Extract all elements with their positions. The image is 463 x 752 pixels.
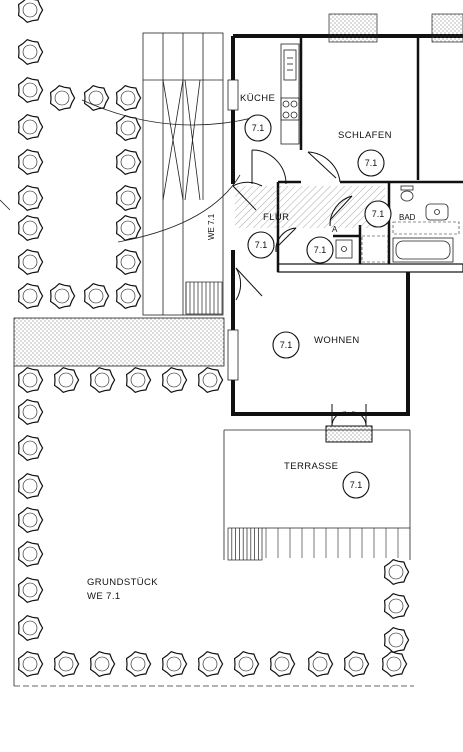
tree-icon <box>17 114 44 140</box>
tree-icon <box>17 651 44 677</box>
tree-icon <box>161 367 188 393</box>
wall-solid <box>277 263 463 273</box>
tree-icon <box>115 85 142 111</box>
doors <box>232 149 353 301</box>
tree-icon <box>17 249 44 275</box>
tree-icon <box>17 473 44 499</box>
tree-icon <box>197 367 224 393</box>
tree-icon <box>115 283 142 309</box>
room-label-schlafen: SCHLAFEN <box>338 130 392 141</box>
hedge-trees <box>17 0 410 677</box>
tree-icon <box>17 399 44 425</box>
tree-icon <box>17 577 44 603</box>
kitchen-counter <box>280 43 300 145</box>
tree-icon <box>49 283 76 309</box>
living-window <box>227 329 239 381</box>
unit-tag-label: 7.1 <box>365 158 378 168</box>
tree-icon <box>17 615 44 641</box>
terrace-fence <box>265 528 399 558</box>
tree-icon <box>197 651 224 677</box>
shower-dashed-area <box>361 235 389 263</box>
tree-icon <box>125 651 152 677</box>
unit-tag: 7.1 <box>364 200 392 228</box>
tree-icon <box>383 627 410 653</box>
tree-icon <box>17 283 44 309</box>
entrance-label: WE 7.1 <box>207 213 216 240</box>
unit-tag: 7.1 <box>357 149 385 177</box>
room-label-bad: BAD <box>399 213 416 222</box>
unit-tag: 7.1 <box>247 231 275 259</box>
tree-icon <box>115 249 142 275</box>
tree-icon <box>17 149 44 175</box>
bath-dashed-area <box>392 221 460 235</box>
unit-tag: 7.1 <box>342 471 370 499</box>
tree-icon <box>343 651 370 677</box>
unit-tags: 7.1 7.1 7.1 7.1 7.1 7.1 7.1 <box>244 114 392 499</box>
room-label-kueche: KÜCHE <box>240 93 275 104</box>
plot-label-line2: WE 7.1 <box>87 591 121 602</box>
tree-icon <box>115 215 142 241</box>
tree-icon <box>307 651 334 677</box>
tree-icon <box>269 651 296 677</box>
tree-icon <box>17 185 44 211</box>
tree-icon <box>83 283 110 309</box>
garden-path <box>13 317 225 367</box>
terrace-door <box>325 404 373 443</box>
tree-icon <box>89 367 116 393</box>
tree-icon <box>383 593 410 619</box>
room-label-flur: FLUR <box>263 212 289 223</box>
bathtub-icon <box>392 237 454 263</box>
tree-icon <box>17 0 44 23</box>
tree-icon <box>17 39 44 65</box>
tree-icon <box>381 651 408 677</box>
terrace-steps <box>227 527 263 561</box>
entrance-steps <box>185 281 223 315</box>
room-label-abstell: A <box>332 225 338 234</box>
tree-icon <box>53 367 80 393</box>
tree-icon <box>383 559 410 585</box>
tree-icon <box>17 435 44 461</box>
tree-icon <box>115 149 142 175</box>
tree-icon <box>125 367 152 393</box>
unit-tag-label: 7.1 <box>314 245 327 255</box>
toilet-icon <box>400 185 414 202</box>
unit-tag: 7.1 <box>272 331 300 359</box>
tree-icon <box>17 215 44 241</box>
tree-icon <box>17 77 44 103</box>
roof-windows <box>328 13 463 43</box>
room-label-terrasse: TERRASSE <box>284 461 338 472</box>
unit-tag-label: 7.1 <box>252 123 265 133</box>
kitchen-window <box>227 79 239 111</box>
swing-arcs <box>0 99 261 243</box>
terrace <box>223 429 411 560</box>
tree-icon <box>89 651 116 677</box>
unit-tag-label: 7.1 <box>350 480 363 490</box>
tree-icon <box>233 651 260 677</box>
unit-tag-label: 7.1 <box>280 340 293 350</box>
tree-icon <box>17 367 44 393</box>
stairwell <box>142 32 224 316</box>
unit-tag: 7.1 <box>244 114 272 142</box>
utility-sink-icon <box>335 239 353 259</box>
room-label-wohnen: WOHNEN <box>314 335 360 346</box>
unit-tag-label: 7.1 <box>372 209 385 219</box>
stove-icon <box>282 100 298 119</box>
plot-label-line1: GRUNDSTÜCK <box>87 577 158 588</box>
tree-icon <box>161 651 188 677</box>
tree-icon <box>115 185 142 211</box>
tree-icon <box>115 115 142 141</box>
hallway-floor <box>235 186 385 228</box>
tree-icon <box>17 507 44 533</box>
unit-tag: 7.1 <box>306 236 334 264</box>
sink-icon <box>425 203 449 221</box>
tree-icon <box>17 541 44 567</box>
tree-icon <box>49 85 76 111</box>
unit-tag-label: 7.1 <box>255 240 268 250</box>
tree-icon <box>53 651 80 677</box>
